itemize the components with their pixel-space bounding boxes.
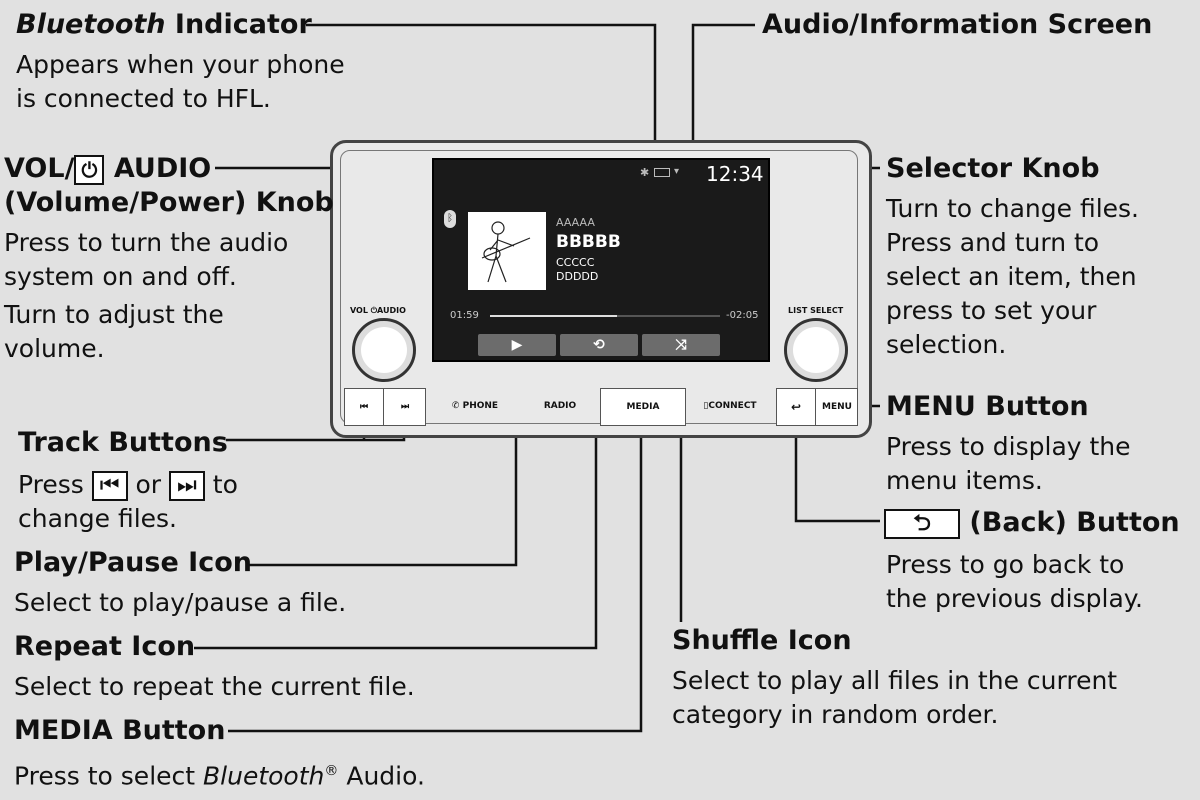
back-button-title: ⮌ (Back) Button — [884, 506, 1180, 540]
skip-back-icon[interactable]: ⏮ — [345, 389, 384, 425]
play-pause-title: Play/Pause Icon — [14, 547, 253, 578]
album-art — [468, 212, 546, 290]
track-buttons-title: Track Buttons — [18, 427, 228, 458]
menu-button[interactable]: MENU — [822, 402, 852, 412]
vol-audio-caption: VOL ⏻AUDIO — [350, 306, 406, 315]
bluetooth-indicator-title: Bluetooth Indicator — [16, 9, 312, 40]
track-button-group: ⏮ ⏭ — [344, 388, 426, 426]
track-buttons-desc-1: Press ⏮ or ⏭ to — [18, 470, 238, 501]
smartphone-icon: ▯ — [703, 401, 709, 411]
elapsed-time: 01:59 — [450, 310, 479, 321]
guitarist-artwork — [481, 221, 531, 283]
menu-button-title: MENU Button — [886, 391, 1089, 422]
vol-knob-title-2: (Volume/Power) Knob — [4, 187, 334, 218]
repeat-desc: Select to repeat the current file. — [14, 672, 415, 701]
track-line-4: DDDDD — [556, 270, 599, 283]
selector-knob-desc-2: Press and turn to — [886, 228, 1100, 257]
battery-icon — [654, 168, 670, 177]
media-button-label: MEDIA — [626, 402, 660, 412]
track-buttons-desc-2: change files. — [18, 504, 177, 533]
connect-button[interactable]: ▯CONNECT — [703, 401, 757, 411]
radio-button[interactable]: RADIO — [543, 401, 577, 411]
audio-screen-title: Audio/Information Screen — [762, 9, 1153, 40]
shuffle-desc-2: category in random order. — [672, 700, 999, 729]
remaining-time: -02:05 — [726, 310, 759, 321]
progress-fill — [490, 315, 617, 317]
vol-knob-desc-1: Press to turn the audio — [4, 228, 289, 257]
status-bar: ✱ ▾ 12:34 — [434, 160, 768, 186]
media-button[interactable]: MEDIA — [600, 388, 686, 426]
vol-knob-title: VOL/⏻ AUDIO — [4, 153, 212, 185]
shuffle-button[interactable]: ⤨ — [642, 334, 720, 356]
back-arrow-icon: ⮌ — [884, 508, 960, 539]
media-button-title: MEDIA Button — [14, 715, 226, 746]
list-select-caption: LIST SELECT — [788, 306, 844, 315]
selector-knob-desc-3: select an item, then — [886, 262, 1137, 291]
bluetooth-status-icon: ✱ — [640, 166, 650, 179]
back-arrow-icon[interactable]: ↩ — [777, 389, 816, 425]
vol-knob-desc-4: volume. — [4, 334, 105, 363]
track-title: BBBBB — [556, 232, 621, 252]
selector-knob-desc-4: press to set your — [886, 296, 1097, 325]
track-line-3: CCCCC — [556, 256, 595, 269]
selector-knob[interactable] — [784, 318, 848, 382]
play-pause-button[interactable]: ▶ — [478, 334, 556, 356]
skip-forward-icon[interactable]: ⏭ — [400, 402, 410, 412]
phone-icon: ✆ — [451, 401, 463, 411]
repeat-button[interactable]: ⟲ — [560, 334, 638, 356]
menu-button-desc-2: menu items. — [886, 466, 1043, 495]
clock: 12:34 — [706, 162, 764, 186]
shuffle-title: Shuffle Icon — [672, 625, 852, 656]
head-unit-inner — [340, 150, 858, 424]
bluetooth-indicator-desc-2: is connected to HFL. — [16, 84, 271, 113]
progress-track[interactable] — [490, 315, 720, 317]
vol-knob-desc-2: system on and off. — [4, 262, 237, 291]
track-line-1: AAAAA — [556, 216, 595, 229]
phone-button[interactable]: ✆ PHONE — [451, 401, 499, 411]
vol-knob-desc-3: Turn to adjust the — [4, 300, 224, 329]
play-pause-desc: Select to play/pause a file. — [14, 588, 347, 617]
back-button-desc-1: Press to go back to — [886, 550, 1125, 579]
volume-power-knob[interactable] — [352, 318, 416, 382]
selector-knob-title: Selector Knob — [886, 153, 1100, 184]
bluetooth-icon: ᛒ — [444, 210, 456, 228]
audio-information-screen[interactable]: ✱ ▾ 12:34 ᛒ AAAAA BBBBB CCCCC DDDDD 01:5… — [432, 158, 770, 362]
power-icon: ⏻ — [74, 154, 105, 185]
shuffle-desc-1: Select to play all files in the current — [672, 666, 1118, 695]
skip-forward-icon: ⏭ — [169, 471, 205, 501]
selector-knob-desc-1: Turn to change files. — [886, 194, 1139, 223]
back-menu-group: ↩ MENU — [776, 388, 858, 426]
selector-knob-desc-5: selection. — [886, 330, 1007, 359]
menu-button-desc-1: Press to display the — [886, 432, 1131, 461]
back-button-desc-2: the previous display. — [886, 584, 1143, 613]
media-button-desc: Press to select Bluetooth® Audio. — [14, 761, 425, 791]
skip-back-icon: ⏮ — [91, 471, 128, 501]
repeat-title: Repeat Icon — [14, 631, 196, 662]
bluetooth-indicator-desc-1: Appears when your phone — [16, 50, 345, 79]
signal-icon: ▾ — [674, 166, 680, 177]
